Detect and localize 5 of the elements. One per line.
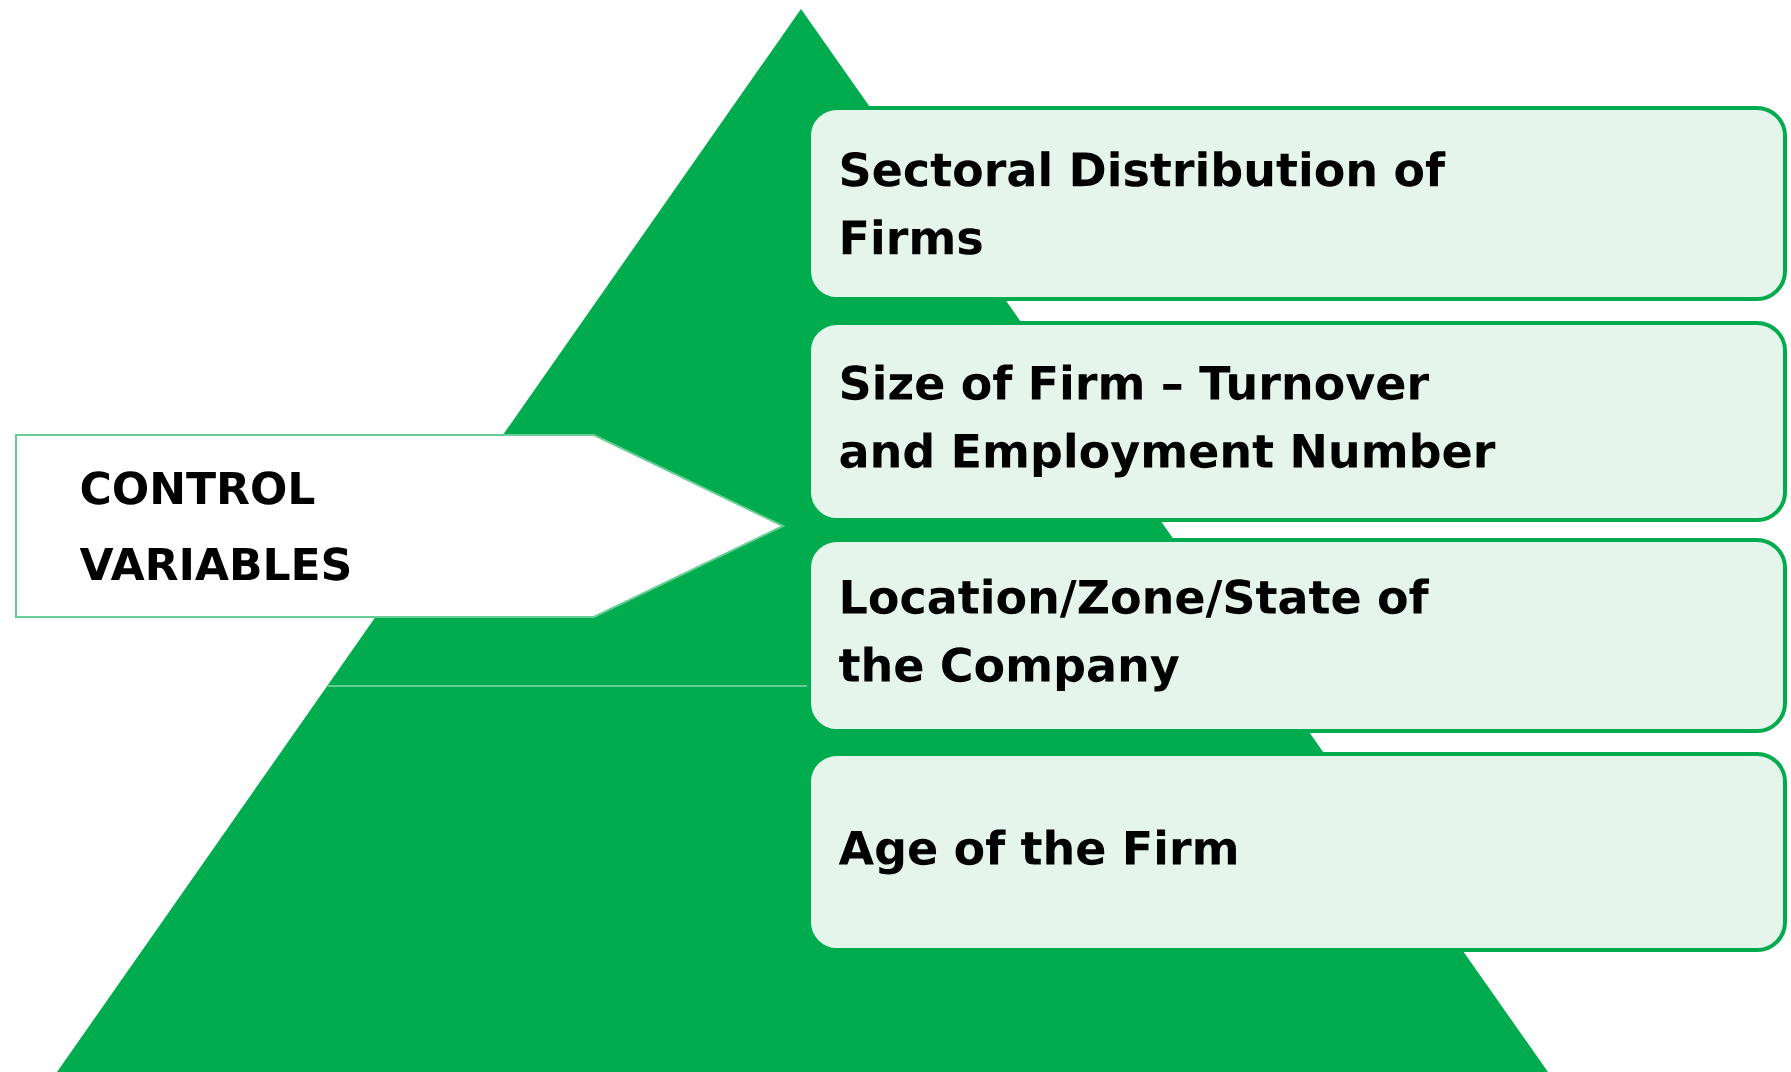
- variable-box: Sectoral Distribution of Firms: [807, 106, 1787, 301]
- variable-box: Age of the Firm: [807, 752, 1787, 952]
- arrow-label: CONTROL VARIABLES: [79, 471, 350, 581]
- variable-box: Location/Zone/State of the Company: [807, 538, 1787, 733]
- variable-box: Size of Firm – Turnover and Employment Number: [807, 321, 1787, 522]
